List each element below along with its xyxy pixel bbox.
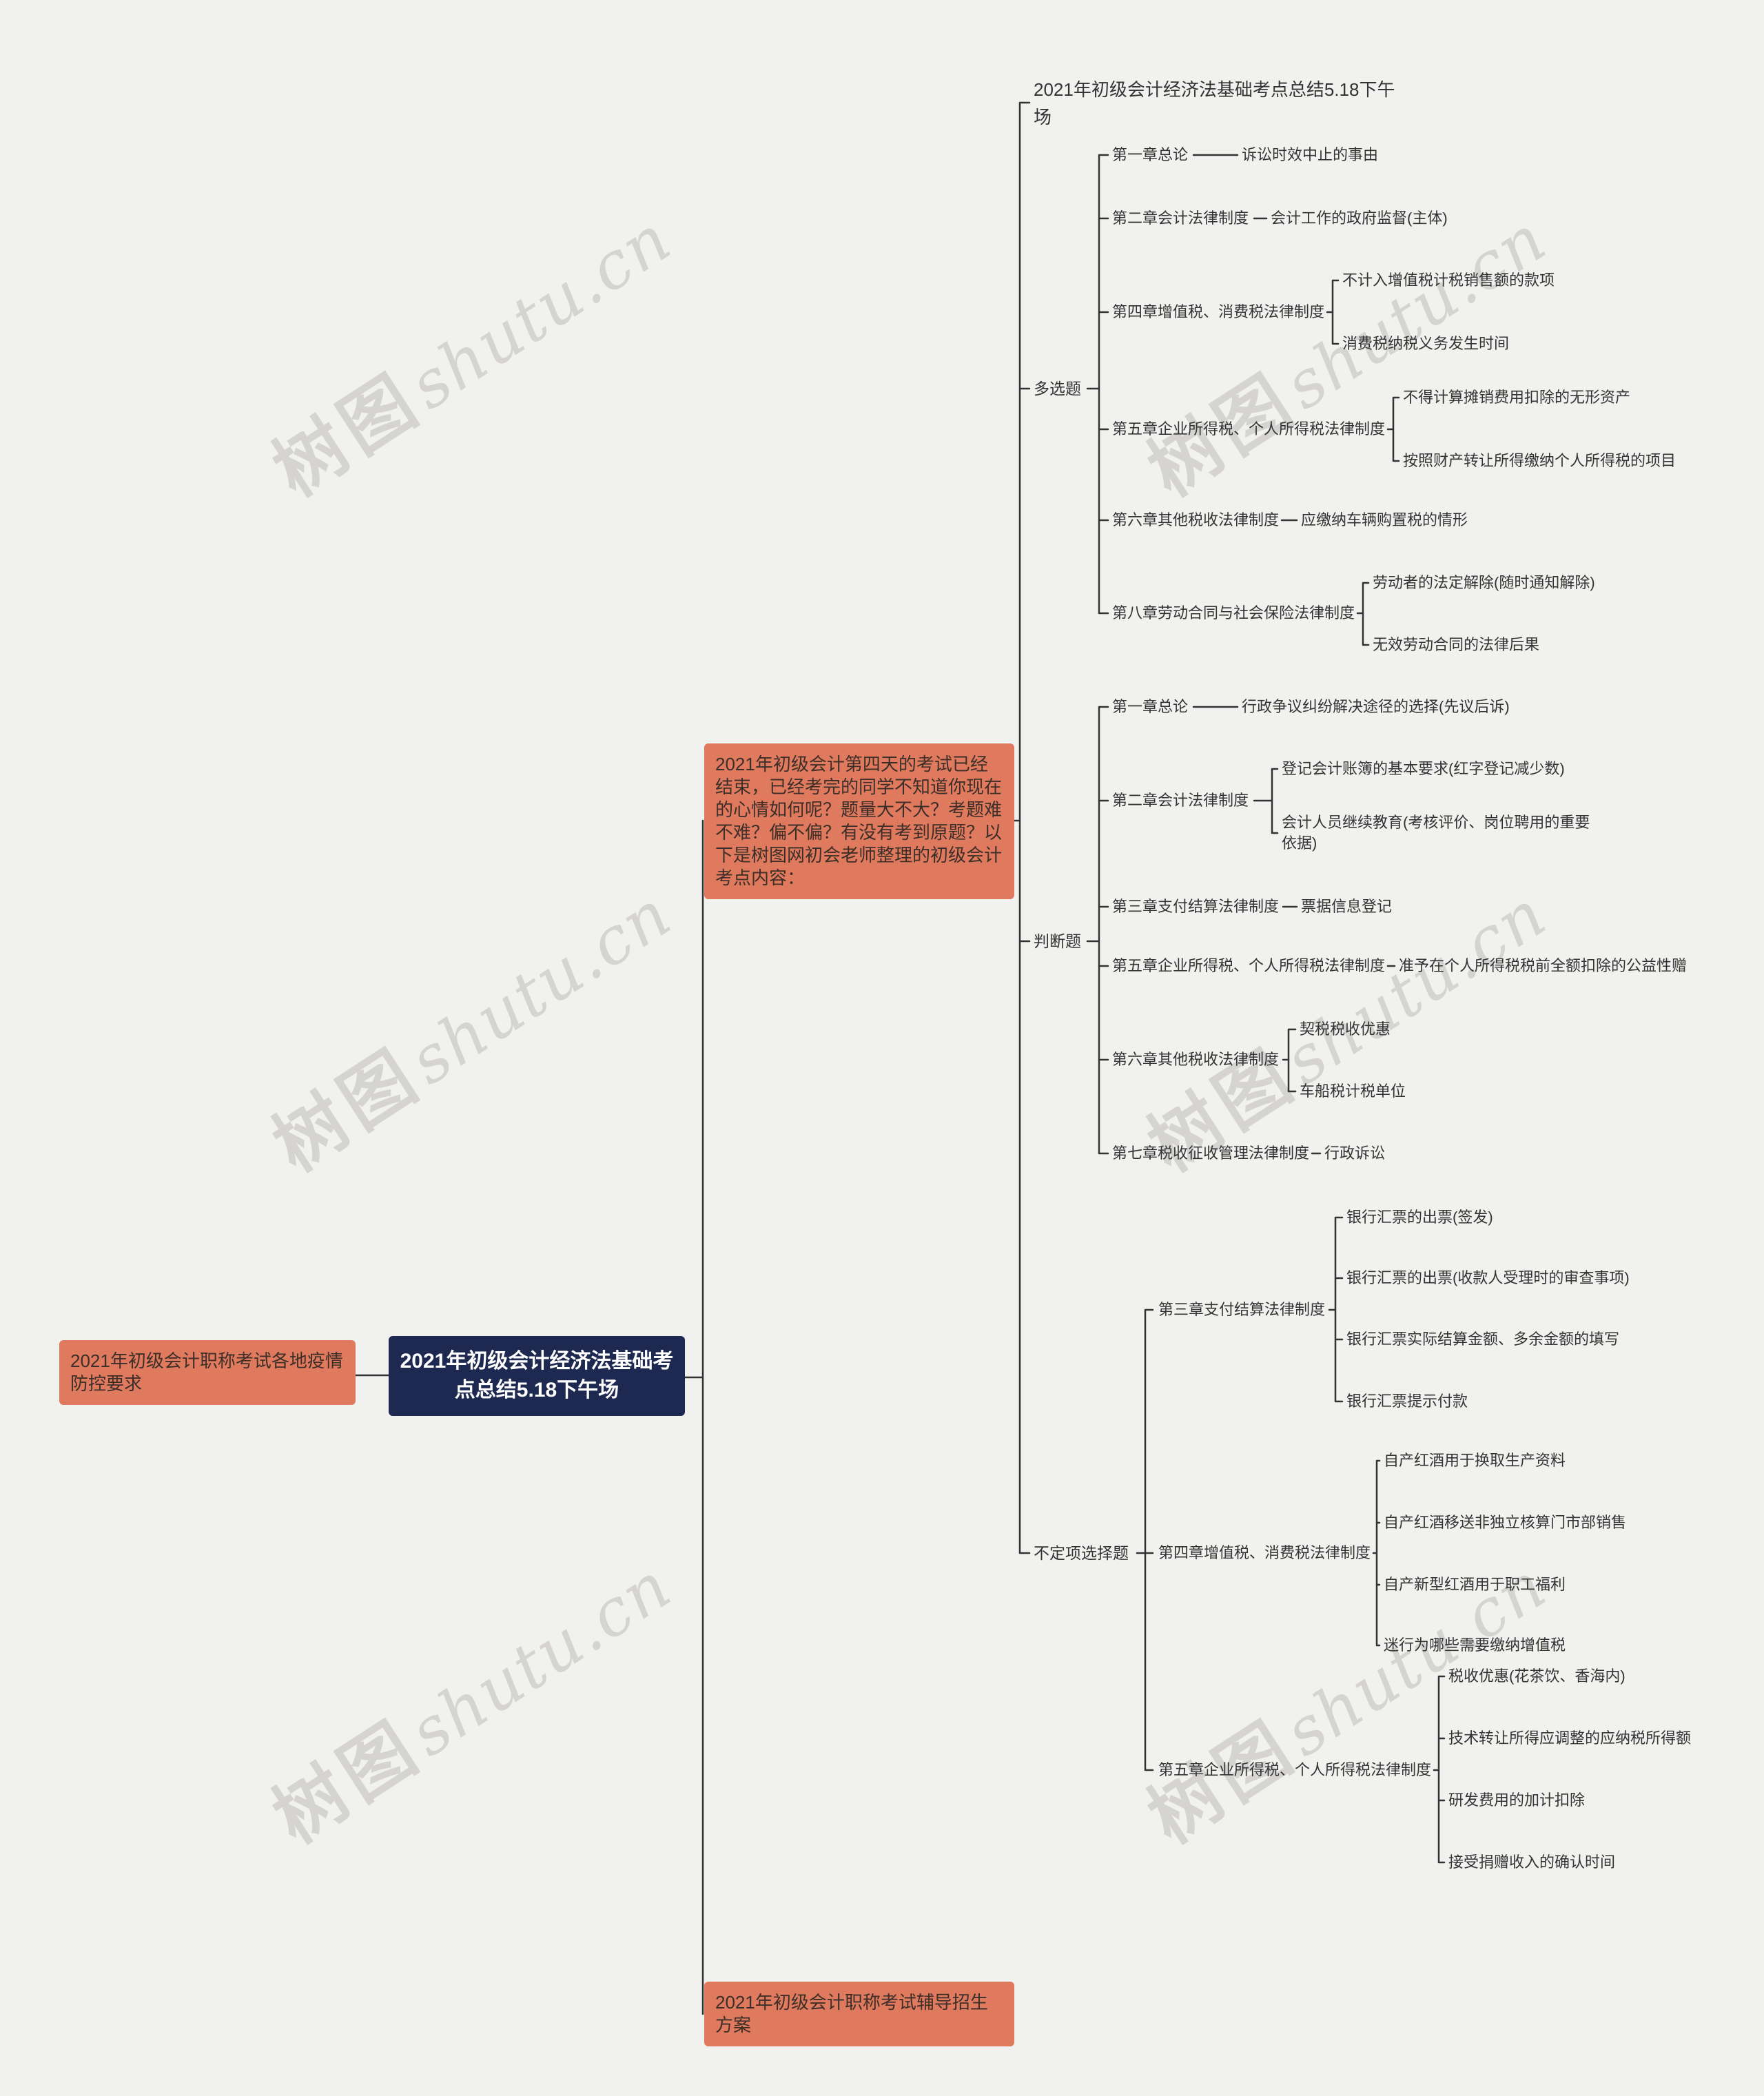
point-node[interactable]: 消费税纳税义务发生时间	[1342, 335, 1510, 352]
point-node[interactable]: 自产红酒用于换取生产资料	[1384, 1452, 1566, 1469]
point-node[interactable]: 银行汇票的出票(收款人受理时的审查事项)	[1346, 1269, 1630, 1286]
point-node[interactable]: 不计入增值税计税销售额的款项	[1342, 271, 1555, 289]
point-node[interactable]: 银行汇票实际结算金额、多余金额的填写	[1346, 1330, 1620, 1348]
point-node[interactable]: 会计工作的政府监督(主体)	[1271, 209, 1448, 227]
point-node[interactable]: 车船税计税单位	[1300, 1082, 1406, 1100]
point-node[interactable]: 行政争议纠纷解决途径的选择(先议后诉)	[1242, 698, 1510, 715]
chapter-node[interactable]: 第六章其他税收法律制度	[1112, 511, 1280, 528]
point-node[interactable]: 迷行为哪些需要缴纳增值税	[1384, 1636, 1566, 1654]
chapter-node[interactable]: 第三章支付结算法律制度	[1112, 898, 1280, 915]
point-node[interactable]: 票据信息登记	[1301, 898, 1393, 915]
point-node[interactable]: 按照财产转让所得缴纳个人所得税的项目	[1403, 452, 1676, 469]
point-node[interactable]: 银行汇票提示付款	[1346, 1393, 1468, 1410]
chapter-node[interactable]: 第五章企业所得税、个人所得税法律制度	[1158, 1761, 1432, 1778]
point-node[interactable]: 自产新型红酒用于职工福利	[1384, 1576, 1566, 1593]
chapter-node[interactable]: 第二章会计法律制度	[1112, 792, 1249, 809]
point-node[interactable]: 劳动者的法定解除(随时通知解除)	[1373, 574, 1595, 591]
point-node[interactable]: 准予在个人所得税税前全额扣除的公益性赠	[1399, 957, 1688, 974]
chapter-node[interactable]: 第四章增值税、消费税法律制度	[1112, 303, 1325, 320]
point-node[interactable]: 技术转让所得应调整的应纳税所得额	[1448, 1729, 1692, 1747]
chapter-node[interactable]: 第六章其他税收法律制度	[1112, 1051, 1280, 1068]
chapter-node[interactable]: 第三章支付结算法律制度	[1158, 1301, 1326, 1318]
chapter-node[interactable]: 第八章劳动合同与社会保险法律制度	[1112, 604, 1355, 621]
point-node[interactable]: 不得计算摊销费用扣除的无形资产	[1403, 389, 1631, 406]
chapter-node[interactable]: 第二章会计法律制度	[1112, 209, 1249, 227]
point-node[interactable]: 契税税收优惠	[1300, 1020, 1391, 1038]
section-node-indefinite-choice[interactable]: 不定项选择题	[1034, 1544, 1129, 1562]
chapter-node[interactable]: 第五章企业所得税、个人所得税法律制度	[1112, 957, 1386, 974]
chapter-node[interactable]: 第五章企业所得税、个人所得税法律制度	[1112, 420, 1386, 438]
point-node[interactable]: 诉讼时效中止的事由	[1242, 146, 1379, 163]
section-node-true-false[interactable]: 判断题	[1034, 932, 1081, 950]
point-node[interactable]: 会计人员继续教育(考核评价、岗位聘用的重要依据)	[1282, 814, 1590, 852]
branch-node-enrollment[interactable]: 2021年初级会计职称考试辅导招生方案	[704, 1982, 1014, 2046]
point-node[interactable]: 无效劳动合同的法律后果	[1373, 636, 1540, 653]
point-node[interactable]: 应缴纳车辆购置税的情形	[1301, 511, 1468, 528]
point-node[interactable]: 税收优惠(花茶饮、香海内)	[1448, 1667, 1625, 1685]
point-node[interactable]: 行政诉讼	[1324, 1144, 1386, 1162]
branch-node-intro[interactable]: 2021年初级会计第四天的考试已经结束，已经考完的同学不知道你现在的心情如何呢？…	[704, 743, 1014, 899]
point-node[interactable]: 登记会计账簿的基本要求(红字登记减少数)	[1282, 760, 1565, 777]
root-node[interactable]: 2021年初级会计经济法基础考点总结5.18下午场	[389, 1336, 685, 1416]
chapter-node[interactable]: 第七章税收征收管理法律制度	[1112, 1144, 1310, 1162]
point-node[interactable]: 自产红酒移送非独立核算门市部销售	[1384, 1514, 1627, 1531]
chapter-node[interactable]: 第一章总论	[1112, 698, 1189, 715]
summary-title-node[interactable]: 2021年初级会计经济法基础考点总结5.18下午场	[1034, 79, 1395, 127]
point-node[interactable]: 接受捐赠收入的确认时间	[1448, 1853, 1616, 1871]
point-node[interactable]: 银行汇票的出票(签发)	[1346, 1209, 1493, 1226]
chapter-node[interactable]: 第一章总论	[1112, 146, 1189, 163]
section-node-multiple-choice[interactable]: 多选题	[1034, 380, 1081, 398]
chapter-node[interactable]: 第四章增值税、消费税法律制度	[1158, 1544, 1371, 1561]
point-node[interactable]: 研发费用的加计扣除	[1448, 1791, 1586, 1809]
branch-node-epidemic[interactable]: 2021年初级会计职称考试各地疫情防控要求	[59, 1340, 356, 1405]
